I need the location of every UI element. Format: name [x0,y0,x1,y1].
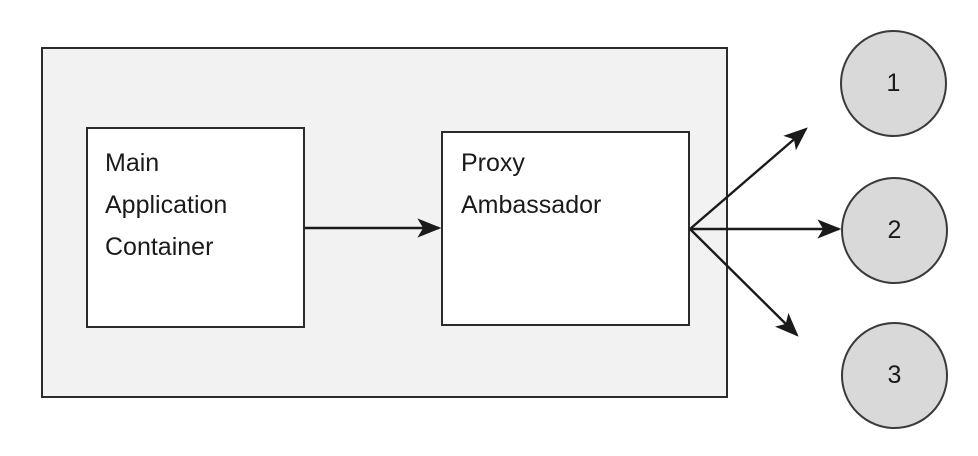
proxy-ambassador-container-box: Proxy Ambassador [441,131,690,326]
main-application-container-label: Main Application Container [105,142,227,268]
proxy-ambassador-line-1: Proxy [461,149,525,177]
proxy-ambassador-line-2: Ambassador [461,191,602,219]
external-node-1-label: 1 [886,69,901,97]
external-node-3: 3 [841,322,948,429]
external-node-3-label: 3 [887,361,902,389]
main-application-container-line-1: Main [105,149,160,177]
main-application-container-box: Main Application Container [86,127,305,328]
main-application-container-line-2: Application [105,191,228,219]
proxy-ambassador-container-label: Proxy Ambassador [461,142,601,226]
external-node-2-label: 2 [887,216,902,244]
external-node-1: 1 [840,30,947,137]
main-application-container-line-3: Container [105,233,214,261]
connector-proxy-to-node-3 [689,228,799,337]
external-node-2: 2 [841,177,948,284]
connector-proxy-to-node-1 [689,127,808,230]
